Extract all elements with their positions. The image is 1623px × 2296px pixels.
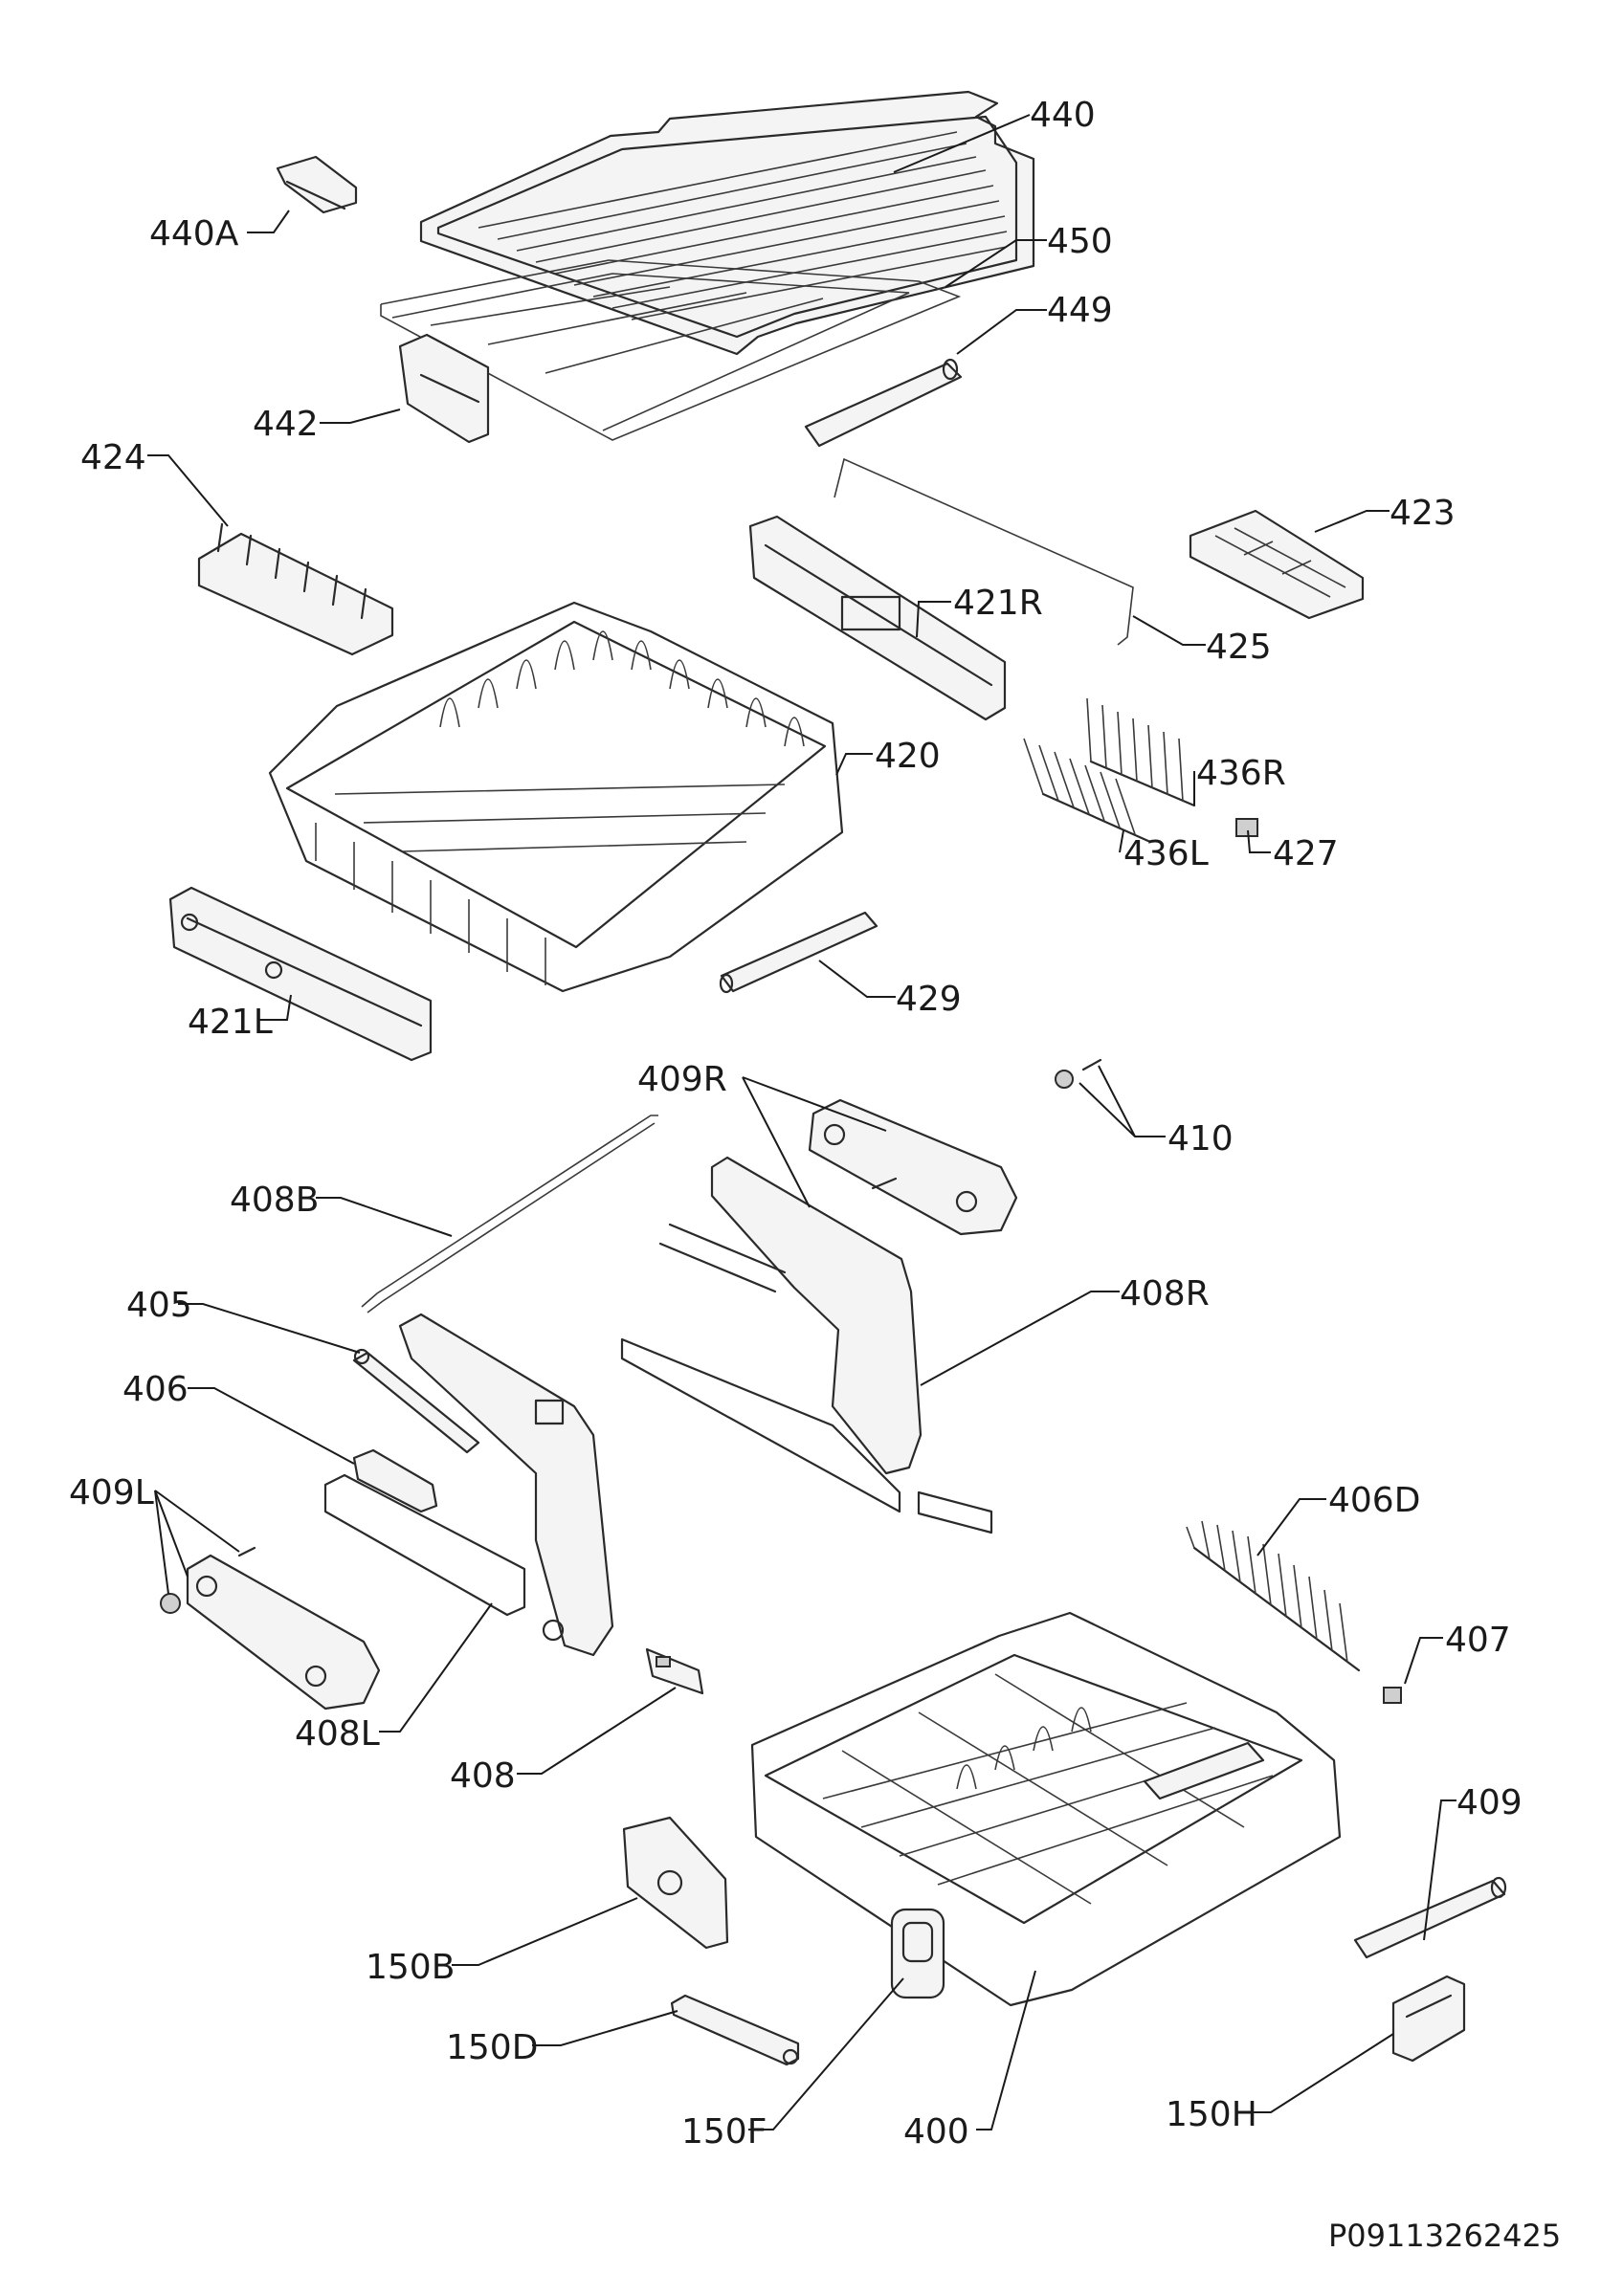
callout-408b: 408B (230, 1181, 319, 1220)
callout-440: 440 (1030, 96, 1096, 135)
part-421r-rail (748, 515, 1007, 721)
part-429-handle (719, 911, 878, 994)
part-440-cutlery-tray (419, 90, 1035, 356)
callout-424: 424 (80, 438, 146, 477)
part-150h-latch (1391, 1975, 1466, 2063)
part-406-latch (352, 1448, 438, 1513)
part-421l-rail (168, 886, 433, 1062)
callout-406d: 406D (1328, 1481, 1420, 1520)
part-427-clip (1235, 818, 1258, 837)
callout-410: 410 (1167, 1119, 1234, 1159)
part-436r-tine-row (1086, 697, 1196, 807)
callout-408: 408 (450, 1756, 516, 1796)
callout-436r: 436R (1196, 754, 1286, 793)
callout-449: 449 (1047, 291, 1113, 330)
part-400-lower-basket (750, 1611, 1342, 2007)
part-405-gas-spring (352, 1348, 480, 1454)
part-408l-lift-mechanism (323, 1313, 614, 1657)
callout-408l: 408L (295, 1714, 380, 1754)
callout-405: 405 (126, 1286, 192, 1325)
part-409r-hinge (799, 1098, 1018, 1236)
callout-150b: 150B (366, 1948, 455, 1987)
callout-407: 407 (1445, 1621, 1511, 1660)
callout-450: 450 (1047, 222, 1113, 261)
callout-423: 423 (1390, 494, 1456, 533)
part-423-cup-shelf (1189, 509, 1365, 620)
callout-409l: 409L (69, 1473, 154, 1512)
part-406d-tine-row (1186, 1520, 1361, 1672)
part-409-handle (1353, 1876, 1507, 1959)
part-407-clip (1383, 1687, 1402, 1704)
document-code: P09113262425 (1328, 2218, 1561, 2254)
callout-408r: 408R (1120, 1274, 1210, 1314)
part-436l-tine-row (1023, 738, 1152, 844)
callout-436l: 436L (1123, 834, 1209, 873)
part-420-upper-basket (268, 601, 844, 993)
part-150f-bracket (890, 1908, 945, 1999)
part-150d-slider (670, 1994, 800, 2066)
callout-409r: 409R (637, 1060, 727, 1099)
callout-150h: 150H (1166, 2095, 1257, 2134)
part-450-wire-frame (380, 259, 962, 441)
callout-400: 400 (903, 2112, 969, 2152)
part-449-handle (804, 358, 963, 448)
callout-427: 427 (1273, 834, 1339, 873)
callout-labels: 440 440A 450 449 442 424 423 421R 425 42… (69, 96, 1523, 2152)
callout-421r: 421R (953, 584, 1043, 623)
callout-150f: 150F (681, 2112, 767, 2152)
part-442-bracket (398, 333, 490, 444)
callout-406: 406 (122, 1370, 189, 1409)
part-425-wire (834, 457, 1134, 646)
leader-lines (147, 114, 1456, 2130)
part-408-small-bar (645, 1647, 704, 1695)
callout-442: 442 (253, 405, 319, 444)
callout-440a: 440A (149, 214, 239, 254)
callout-425: 425 (1206, 628, 1272, 667)
callout-429: 429 (896, 980, 962, 1019)
callout-150d: 150D (446, 2028, 538, 2067)
part-408r-lift-mechanism (620, 1156, 993, 1534)
part-150b-module (622, 1816, 729, 1950)
callout-409: 409 (1456, 1783, 1523, 1822)
part-440a-clip (276, 155, 358, 214)
callout-421l: 421L (188, 1003, 273, 1042)
part-410-fasteners (1055, 1058, 1102, 1089)
part-408b-rod (361, 1115, 658, 1314)
part-409l-hinge (160, 1546, 381, 1711)
part-424-cup-rack (197, 522, 394, 656)
callout-420: 420 (875, 737, 941, 776)
